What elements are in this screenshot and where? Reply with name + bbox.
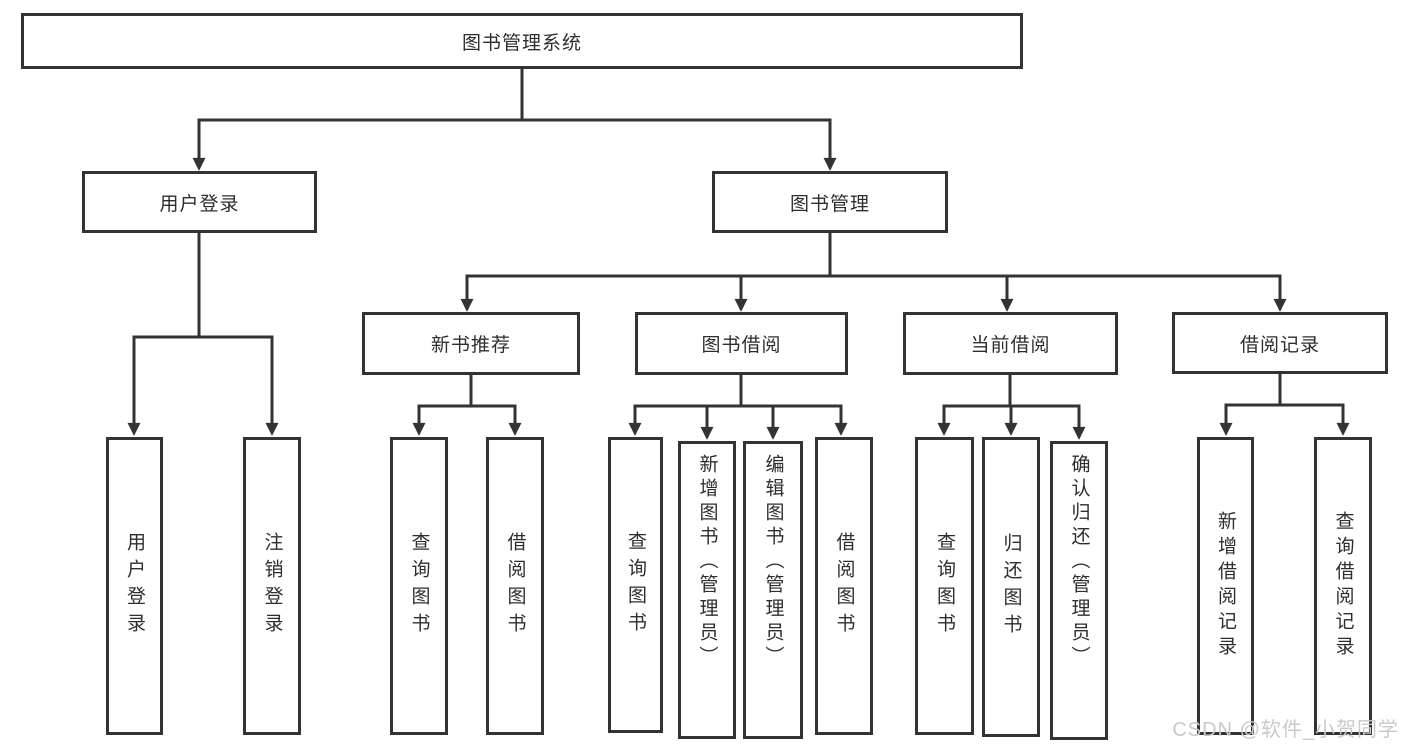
node-root: 图书管理系统 [21,13,1023,69]
node-book-management: 图书管理 [712,171,948,233]
leaf-bb-borrow-book: 借阅图书 [815,437,873,735]
leaf-user-login: 用户登录 [106,437,163,735]
node-user-login: 用户登录 [82,171,317,233]
leaf-bb-edit-book-admin: 编辑图书（管理员） [743,441,803,739]
leaf-bb-query-book: 查询图书 [608,437,663,733]
leaf-cb-return-book: 归还图书 [982,437,1040,737]
node-borrow-records: 借阅记录 [1172,312,1388,374]
node-book-borrow: 图书借阅 [635,312,848,375]
leaf-logout: 注销登录 [243,437,301,735]
leaf-br-query-record: 查询借阅记录 [1314,437,1372,735]
csdn-watermark: CSDN @软件_小贺同学 [1172,719,1399,741]
node-new-book-recommend: 新书推荐 [362,312,580,375]
node-current-borrow: 当前借阅 [903,312,1118,375]
leaf-rec-query-book: 查询图书 [390,437,448,735]
leaf-cb-query-book: 查询图书 [915,437,974,735]
leaf-br-add-record: 新增借阅记录 [1197,437,1254,735]
leaf-cb-confirm-return-admin: 确认归还（管理员） [1050,441,1108,740]
leaf-bb-add-book-admin: 新增图书（管理员） [678,441,736,739]
leaf-rec-borrow-book: 借阅图书 [486,437,544,735]
